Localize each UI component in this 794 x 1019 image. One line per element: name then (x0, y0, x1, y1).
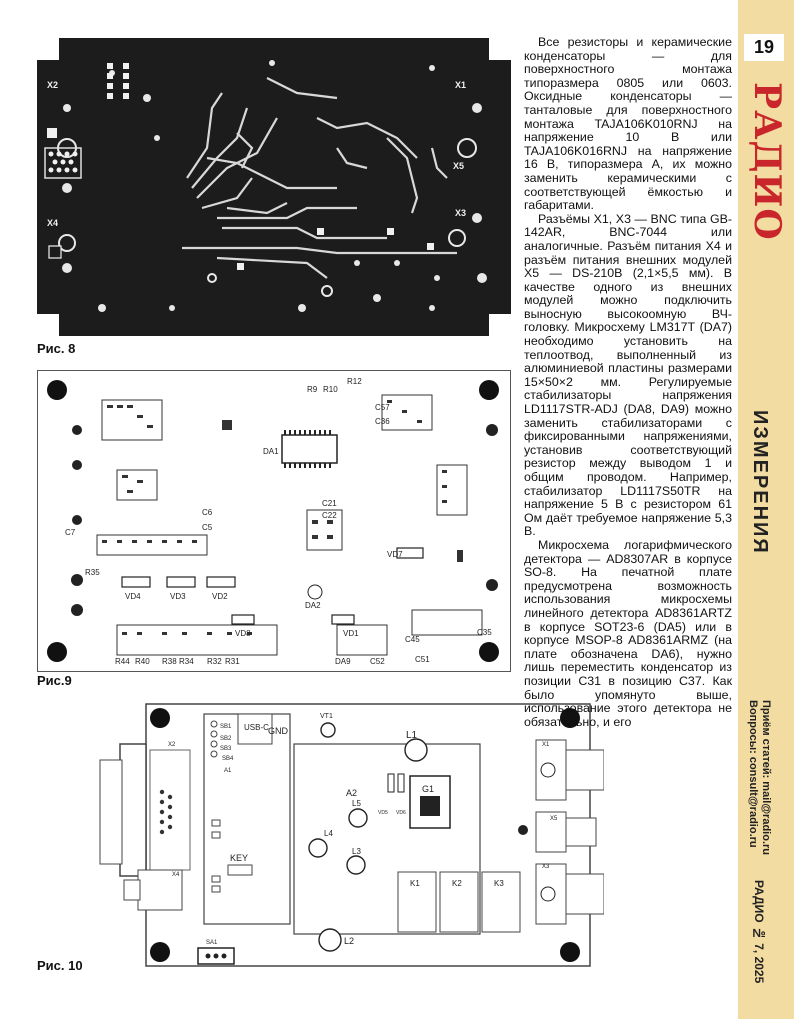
figure-10-caption: Рис. 10 (37, 958, 83, 973)
figure-10-enclosure-layout: USB-C GND VT1 L1 A2 G1 L4 L5 L3 L2 KEY K… (98, 700, 604, 972)
fig10-label-vd5: VD5 (378, 810, 388, 816)
fig10-label-k1: K1 (410, 879, 420, 888)
fig8-label-x2: X2 (47, 80, 58, 90)
fig9-label-c7: C7 (65, 528, 76, 537)
fig9-label-r12: R12 (347, 377, 362, 386)
fig10-label-x3: X3 (542, 864, 550, 870)
page-number: 19 (744, 34, 784, 61)
fig10-label-k2: K2 (452, 879, 462, 888)
enclosure-layout-image: USB-C GND VT1 L1 A2 G1 L4 L5 L3 L2 KEY K… (99, 703, 604, 967)
fig10-label-usb: USB-C (244, 723, 269, 732)
fig10-label-a1: A1 (224, 768, 232, 774)
fig9-label-c52: C52 (370, 657, 385, 666)
figure-8-caption: Рис. 8 (37, 341, 76, 356)
fig10-label-l1: L1 (406, 730, 418, 741)
fig10-label-l3: L3 (352, 847, 361, 856)
fig9-label-vd7: VD7 (387, 550, 403, 559)
article-paragraph-2: Разъёмы X1, X3 — BNC типа GB-142AR, BNC-… (524, 211, 732, 539)
article-paragraph-3: Микросхема логарифмического детектора — … (524, 537, 732, 729)
fig9-label-c21: C21 (322, 499, 337, 508)
fig8-label-x5: X5 (453, 161, 464, 171)
article-column: Все резисторы и керамические конденсатор… (524, 35, 732, 729)
fig9-label-c6: C6 (202, 508, 213, 517)
fig10-label-sb3: SB3 (220, 746, 232, 752)
fig9-label-vd3: VD3 (170, 592, 186, 601)
figure-9-caption: Рис.9 (37, 673, 72, 688)
fig9-label-vd2: VD2 (212, 592, 228, 601)
fig10-label-gnd: GND (268, 726, 289, 736)
contacts-block: Приём статей: mail@radio.ru Вопросы: con… (746, 700, 772, 855)
fig10-label-x1: X1 (542, 742, 550, 748)
issue-label: РАДИО № 7, 2025 (752, 880, 766, 984)
fig9-label-vd1: VD1 (343, 629, 359, 638)
fig9-label-vd4: VD4 (125, 592, 141, 601)
fig9-label-da9: DA9 (335, 657, 351, 666)
fig10-label-sb4: SB4 (222, 756, 234, 762)
fig9-label-r10: R10 (323, 385, 338, 394)
figure-8-pcb-bottom: X2 X1 X5 X3 X4 (37, 38, 511, 336)
magazine-sidebar: 19 РАДИО ИЗМЕРЕНИЯ Приём статей: mail@ra… (738, 0, 794, 1019)
fig10-label-l4: L4 (324, 829, 333, 838)
fig9-label-c57: C57 (375, 403, 390, 412)
contacts-articles: Приём статей: mail@radio.ru (760, 700, 772, 855)
fig8-label-x1: X1 (455, 80, 466, 90)
fig10-label-l5: L5 (352, 799, 361, 808)
fig9-label-r40: R40 (135, 657, 150, 666)
pcb-bottom-layer-image: X2 X1 X5 X3 X4 (37, 38, 511, 336)
fig8-label-x4: X4 (47, 218, 58, 228)
figure-9-pcb-top-assembly: DA1 VD7 VD4 VD3 VD2 VD1 VD8 DA9 C52 C51 … (37, 370, 511, 672)
fig9-label-vd8: VD8 (235, 629, 251, 638)
fig10-label-sb2: SB2 (220, 736, 232, 742)
fig9-label-r44: R44 (115, 657, 130, 666)
fig10-label-sb1: SB1 (220, 724, 232, 730)
fig10-label-vd6: VD6 (396, 810, 406, 816)
fig9-label-r35: R35 (85, 568, 100, 577)
fig9-label-c51: C51 (415, 655, 430, 664)
fig10-label-vt1: VT1 (320, 713, 333, 720)
fig9-label-c35: C35 (477, 628, 492, 637)
fig9-label-da2: DA2 (305, 601, 321, 610)
fig9-label-r38: R38 (162, 657, 177, 666)
fig9-label-r31: R31 (225, 657, 240, 666)
fig10-label-x5: X5 (550, 816, 558, 822)
fig9-label-r32: R32 (207, 657, 222, 666)
fig9-label-c45: C45 (405, 635, 420, 644)
fig10-label-x2: X2 (168, 742, 176, 748)
fig10-label-g1: G1 (422, 784, 434, 794)
fig9-label-r9: R9 (307, 385, 318, 394)
contacts-questions: Вопросы: consult@radio.ru (747, 700, 759, 848)
fig10-label-x4: X4 (172, 872, 180, 878)
fig10-label-sa1: SA1 (206, 940, 218, 946)
fig10-label-l2: L2 (344, 936, 354, 946)
magazine-logo: РАДИО (746, 82, 788, 241)
section-title: ИЗМЕРЕНИЯ (749, 410, 771, 555)
fig9-label-da1: DA1 (263, 447, 279, 456)
fig9-label-c36: C36 (375, 417, 390, 426)
fig8-label-x3: X3 (455, 208, 466, 218)
fig9-label-r34: R34 (179, 657, 194, 666)
fig9-label-c5: C5 (202, 523, 213, 532)
fig10-label-key: KEY (230, 853, 248, 863)
fig9-label-c22: C22 (322, 511, 337, 520)
fig10-label-k3: K3 (494, 879, 504, 888)
article-paragraph-1: Все резисторы и керамические конденсатор… (524, 35, 732, 213)
fig10-label-a2: A2 (346, 788, 357, 798)
pcb-assembly-drawing-image: DA1 VD7 VD4 VD3 VD2 VD1 VD8 DA9 C52 C51 … (37, 370, 511, 672)
